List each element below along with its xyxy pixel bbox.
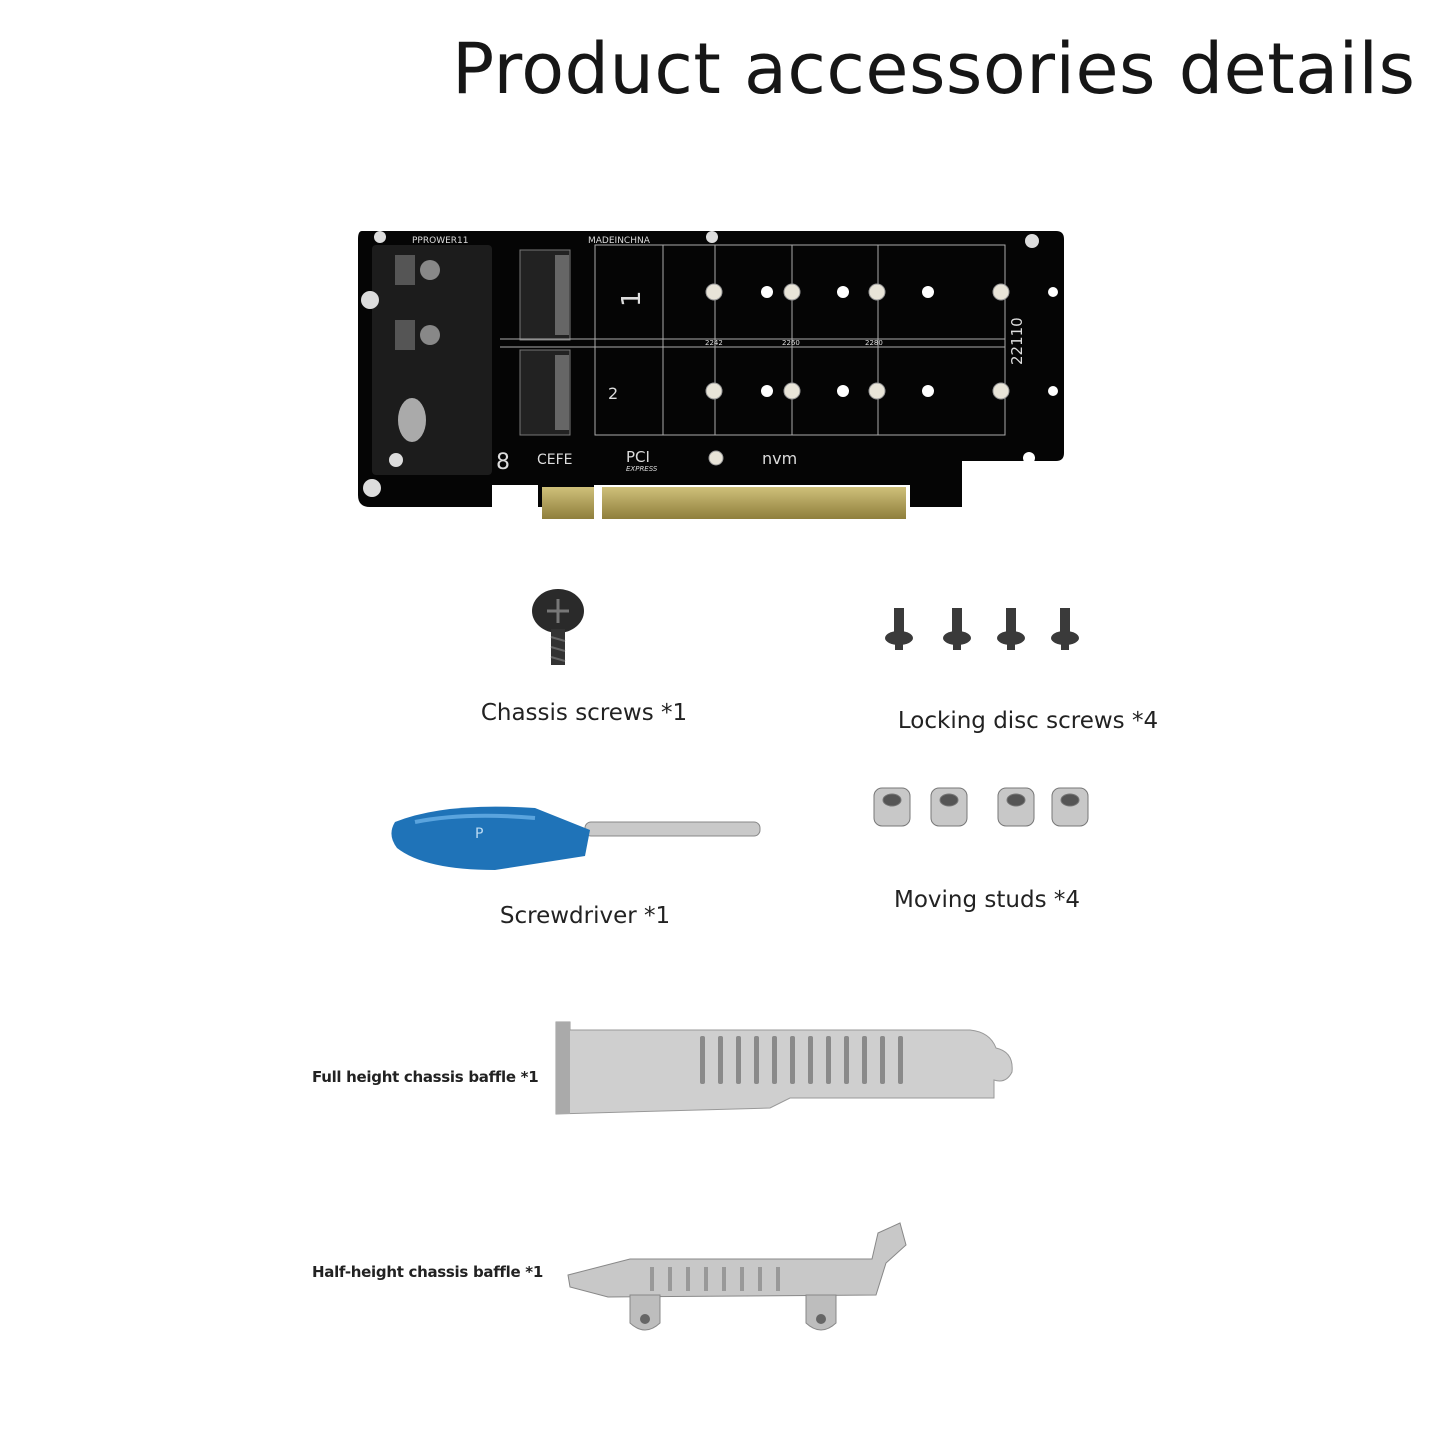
silk-2280: 2280 <box>865 339 883 347</box>
silk-2242: 2242 <box>705 339 723 347</box>
silk-8: 8 <box>496 450 510 475</box>
pcie-m2-adapter-card-image: PPROWER11 MADEINCHNA 1 2 22110 2242 2260… <box>358 231 1064 519</box>
silk-pci: PCI <box>626 448 650 466</box>
page-title: Product accessories details <box>452 28 1416 110</box>
screwdriver-label: Screwdriver *1 <box>499 903 671 929</box>
moving-studs-image <box>873 787 1089 827</box>
half-height-baffle-label: Half-height chassis baffle *1 <box>312 1263 543 1281</box>
chassis-screws-label: Chassis screws *1 <box>480 700 688 726</box>
silk-origin: MADEINCHNA <box>588 236 651 246</box>
full-height-baffle-image <box>555 1021 1013 1115</box>
silk-express: EXPRESS <box>626 465 658 473</box>
screwdriver-mark: P <box>475 826 483 842</box>
silk-slot-1: 1 <box>617 290 647 307</box>
chassis-screw-image <box>532 589 584 665</box>
silk-2260: 2260 <box>782 339 800 347</box>
silk-nvm: nvm <box>762 449 797 468</box>
silk-cefe: CEFE <box>537 452 573 468</box>
silk-slot-2: 2 <box>608 384 618 403</box>
locking-disc-screws-label: Locking disc screws *4 <box>897 708 1159 734</box>
half-height-baffle-image <box>567 1222 907 1331</box>
silk-brand: PPROWER11 <box>412 236 468 246</box>
full-height-baffle-label: Full height chassis baffle *1 <box>312 1068 539 1086</box>
moving-studs-label: Moving studs *4 <box>893 887 1081 913</box>
screwdriver-image: P <box>391 806 761 870</box>
locking-disc-screws-image <box>885 608 1079 650</box>
silk-22110: 22110 <box>1008 317 1026 365</box>
